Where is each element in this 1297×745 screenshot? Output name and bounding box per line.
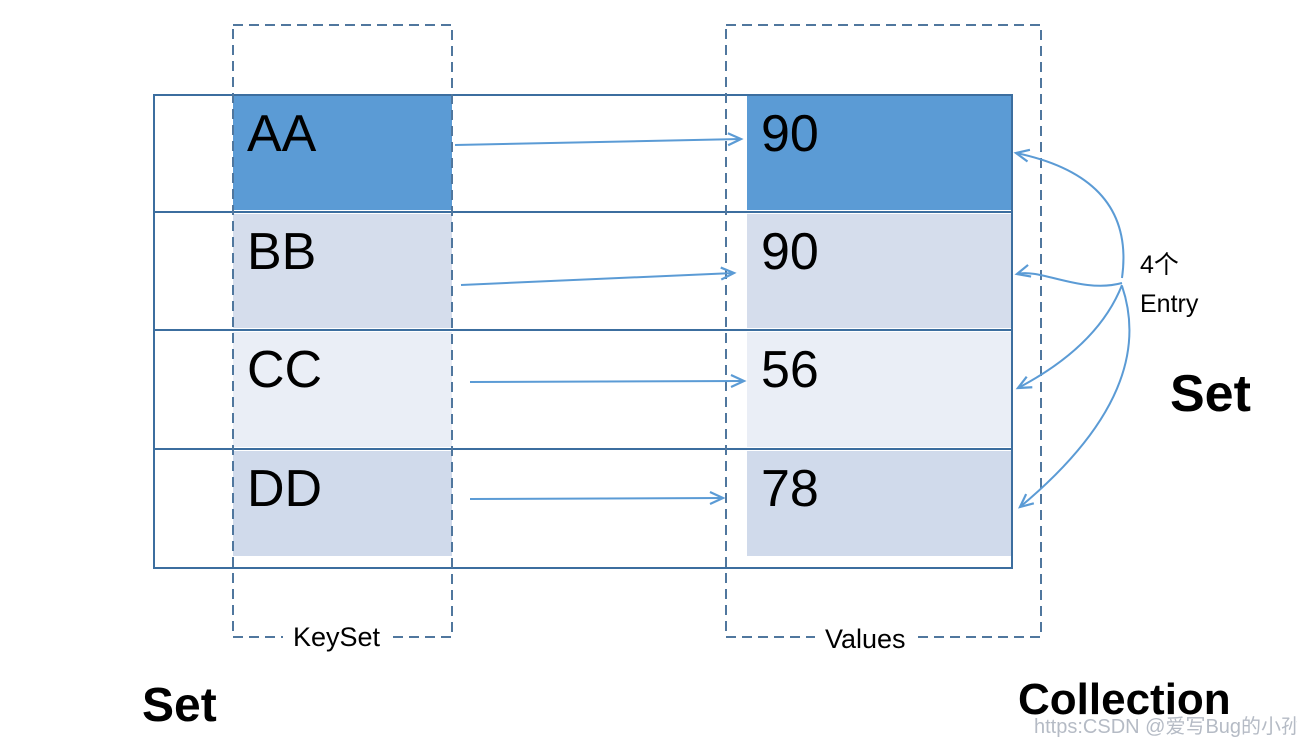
keyset-cell-row1: AA (233, 96, 452, 210)
set-label-bottom-left: Set (142, 679, 217, 732)
entry-arrow-row2 (1014, 264, 1123, 287)
key-text-row1: AA (247, 105, 317, 163)
key-text-row3: CC (247, 341, 323, 399)
value-text-row2: 90 (761, 223, 819, 281)
arrow-key3-to-value3 (469, 374, 747, 389)
key-text-row2: BB (247, 223, 317, 281)
csdn-watermark: https:CSDN @爱写Bug的小孙 (1034, 716, 1297, 738)
value-text-row4: 78 (761, 460, 819, 518)
values-cell-row2: 90 (747, 214, 1012, 328)
values-cell-row1: 90 (747, 96, 1012, 210)
values-cell-row3: 56 (747, 332, 1012, 447)
values-cell-row4: 78 (747, 451, 1012, 556)
value-text-row1: 90 (761, 105, 819, 163)
entry-word-text: Entry (1140, 290, 1199, 318)
keyset-cell-row2: BB (233, 214, 452, 328)
entry-annotation: 4个 Entry (1140, 246, 1198, 324)
entry-count-text: 4个 (1140, 251, 1179, 279)
keyset-cell-row3: CC (233, 332, 452, 447)
arrow-key4-to-value4 (469, 491, 726, 506)
value-text-row3: 56 (761, 341, 819, 399)
values-label: Values (815, 624, 916, 654)
entry-arrow-row1 (1013, 148, 1125, 279)
entry-arrow-row3 (1015, 284, 1123, 390)
key-text-row4: DD (247, 460, 323, 518)
keyset-label: KeySet (283, 622, 391, 652)
collection-label: Collection (1018, 675, 1231, 724)
arrow-key2-to-value2 (460, 266, 737, 286)
entry-arrow-row4 (1017, 285, 1131, 509)
arrow-key1-to-value1 (454, 132, 744, 147)
set-label-right: Set (1170, 365, 1251, 423)
keyset-cell-row4: DD (233, 451, 452, 556)
